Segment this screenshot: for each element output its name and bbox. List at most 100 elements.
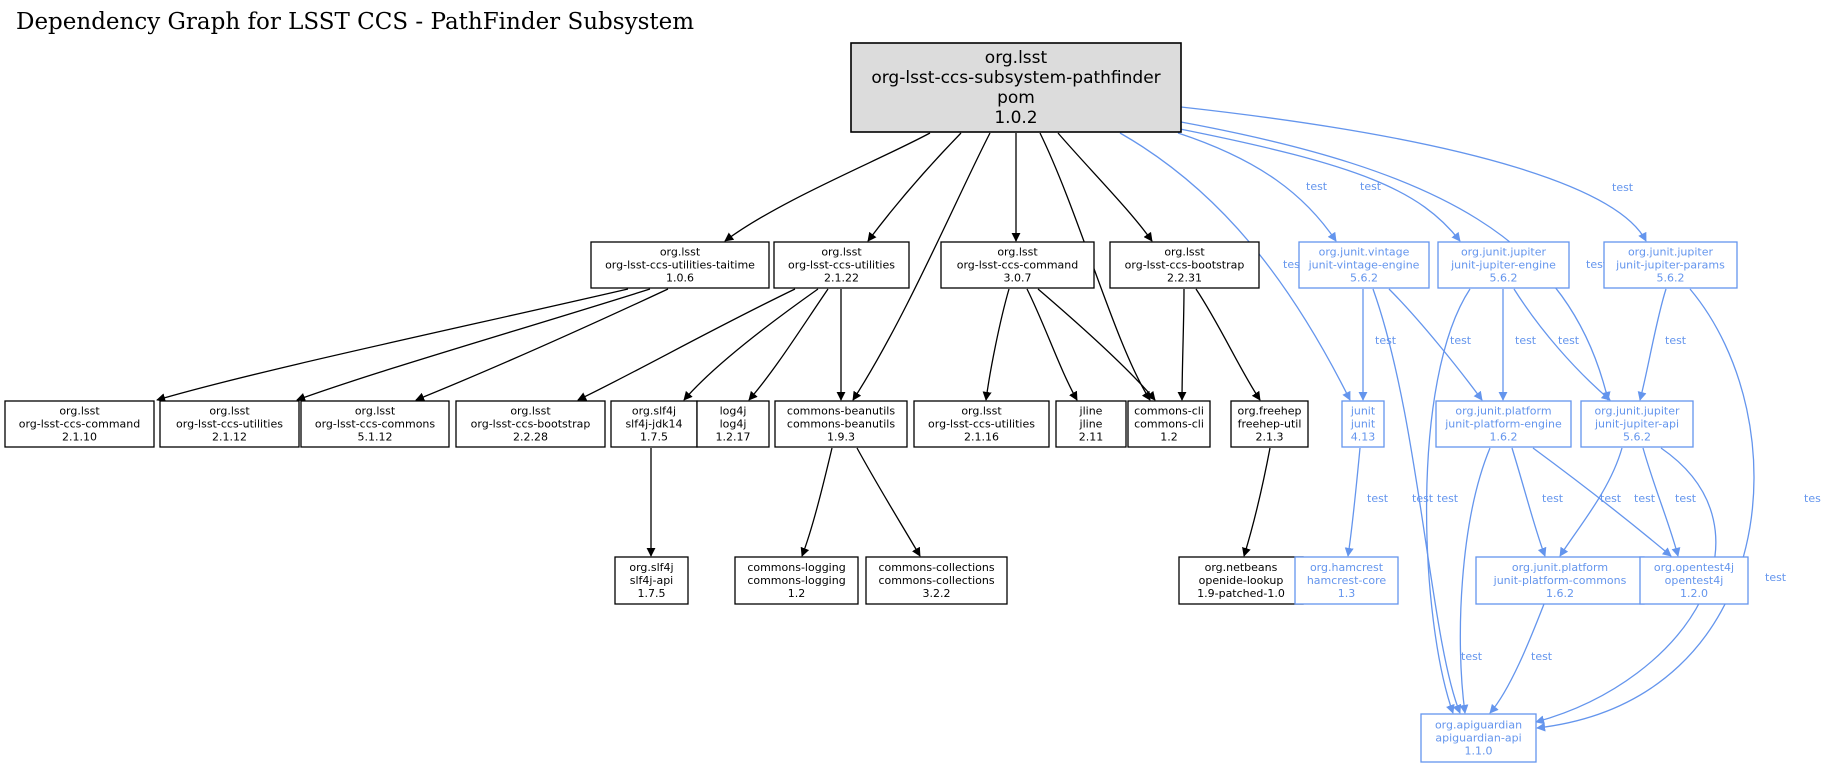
node-version: 1.6.2 [1546, 587, 1574, 600]
node-group: commons-logging [747, 561, 845, 574]
edge-label: test [1612, 181, 1634, 194]
edge-vintage-to-platengine [1388, 288, 1483, 401]
nodes-layer: org.lsst org-lsst-ccs-subsystem-pathfinde… [4, 42, 1749, 763]
node-version: 2.1.22 [824, 272, 859, 285]
node-box [614, 556, 689, 605]
node-artifact: log4j [720, 418, 747, 431]
node-artifact: org-lsst-ccs-subsystem-pathfinder [871, 68, 1160, 88]
node-version: 1.1.0 [1465, 745, 1493, 758]
node-box [1475, 556, 1645, 605]
node-group: org.junit.jupiter [1594, 405, 1680, 418]
node-artifact: openide-lookup [1199, 574, 1284, 587]
node-version: 1.6.2 [1490, 431, 1518, 444]
edge-label: test [1437, 492, 1459, 505]
edge-label: test [1306, 180, 1328, 193]
edge-label: test [1804, 492, 1821, 505]
node-group: commons-cli [1134, 405, 1204, 418]
node-box [913, 400, 1050, 448]
node-artifact: org-lsst-ccs-command [19, 418, 141, 431]
node-box [1639, 556, 1749, 605]
node-version: 5.6.2 [1490, 272, 1518, 285]
edge-bootstrap2231-to-commonscli [1177, 288, 1187, 401]
edge-label: test [1542, 492, 1564, 505]
node-box [1435, 400, 1572, 448]
edge-freehep-to-openide [1242, 447, 1271, 557]
edge-platengine-to-platcommons [1511, 447, 1547, 557]
node-version: 4.13 [1351, 431, 1376, 444]
edge-taitime-to-utilities2112 [296, 288, 651, 402]
node-vintage: org.junit.vintagejunit-vintage-engine5.6… [1298, 241, 1430, 289]
edge-bootstrap2231-to-freehep [1195, 288, 1261, 401]
node-artifact: slf4j-jdk14 [625, 418, 682, 431]
node-type: pom [997, 88, 1035, 108]
edge-label: test [1586, 258, 1608, 271]
node-group: org.lsst [510, 405, 551, 418]
node-version: 1.2 [1160, 431, 1178, 444]
node-artifact: apiguardian-api [1435, 732, 1521, 745]
edge-label: test [1600, 492, 1622, 505]
node-group: junit [1350, 405, 1376, 418]
edge-utilities2122-to-slf4jjdk [683, 288, 819, 401]
node-artifact: opentest4j [1665, 574, 1724, 587]
node-group: org.lsst [59, 405, 100, 418]
edge-jupengine-to-jupapi [1513, 288, 1611, 401]
node-version: 1.2.0 [1680, 587, 1708, 600]
node-version: 2.1.12 [212, 431, 247, 444]
node-jupengine: org.junit.jupiterjunit-jupiter-engine5.6… [1437, 241, 1570, 289]
node-group: commons-collections [878, 561, 994, 574]
node-group: org.lsst [997, 246, 1038, 259]
node-artifact: junit-jupiter-engine [1450, 259, 1556, 272]
edge-root-to-taitime [724, 132, 931, 242]
node-artifact: org-lsst-ccs-utilities-taitime [605, 259, 755, 272]
edge-root-to-bootstrap2231 [1057, 132, 1153, 242]
node-artifact: org-lsst-ccs-commons [315, 418, 436, 431]
node-version: 3.0.7 [1004, 272, 1032, 285]
node-artifact: junit-platform-commons [1493, 574, 1627, 587]
edge-label: test [1558, 334, 1580, 347]
node-artifact: org-lsst-ccs-utilities [176, 418, 283, 431]
node-artifact: junit-jupiter-api [1594, 418, 1679, 431]
node-group: org.lsst [660, 246, 701, 259]
node-artifact: org-lsst-ccs-bootstrap [471, 418, 591, 431]
edge-root-to-beanutils [852, 132, 991, 401]
edge-beanutils-to-collections [856, 447, 921, 557]
node-artifact: junit-vintage-engine [1308, 259, 1420, 272]
edge-taitime-to-command2110 [156, 288, 629, 403]
node-box [1341, 400, 1385, 448]
node-version: 5.1.12 [358, 431, 393, 444]
node-root: org.lsstorg-lsst-ccs-subsystem-pathfinde… [850, 42, 1182, 133]
node-taitime: org.lsstorg-lsst-ccs-utilities-taitime1.… [590, 241, 770, 289]
node-box [850, 42, 1182, 133]
node-group: org.lsst [1164, 246, 1205, 259]
edge-root-to-vintage [1177, 132, 1337, 242]
edge-label: test [1412, 492, 1434, 505]
node-version: 1.7.5 [640, 431, 668, 444]
edge-label: test [1665, 334, 1687, 347]
node-group: org.junit.jupiter [1628, 246, 1714, 259]
node-version: 1.3 [1338, 587, 1356, 600]
node-group: org.apiguardian [1435, 719, 1522, 732]
edge-platengine-to-apiguardian [1459, 447, 1491, 714]
edge-utilities2122-to-bootstrap2228 [577, 288, 796, 401]
node-box [455, 400, 606, 448]
node-version: 1.7.5 [638, 587, 666, 600]
edge-label: test [1531, 650, 1553, 663]
node-collections: commons-collectionscommons-collections3.… [865, 556, 1008, 605]
node-version: 3.2.2 [923, 587, 951, 600]
node-box [940, 241, 1095, 289]
edge-label: test [1450, 334, 1472, 347]
node-group: org.junit.platform [1455, 405, 1551, 418]
node-version: 1.0.6 [666, 272, 694, 285]
node-version: 2.1.16 [964, 431, 999, 444]
node-version: 1.2 [788, 587, 806, 600]
node-platengine: org.junit.platformjunit-platform-engine1… [1435, 400, 1572, 448]
node-version: 5.6.2 [1623, 431, 1651, 444]
